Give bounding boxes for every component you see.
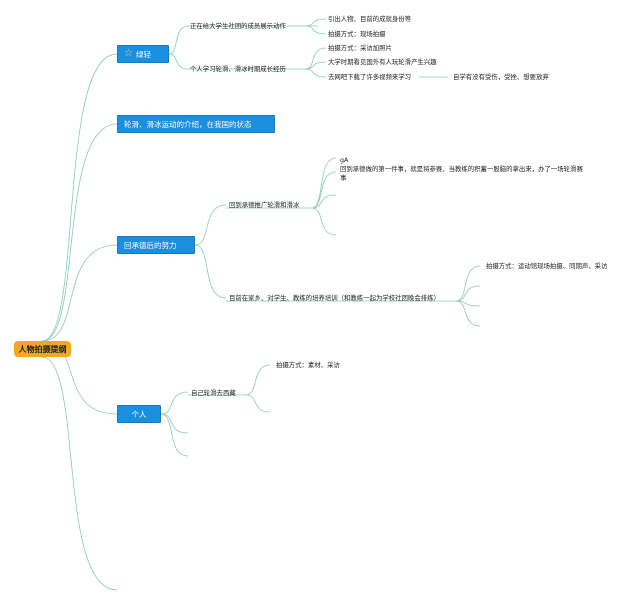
- subtopic-node[interactable]: 拍摄方式：现场拍摄: [328, 30, 386, 38]
- subtopic-node[interactable]: 去网吧下载了许多视频来学习: [328, 73, 412, 81]
- subtopic-node[interactable]: 拍摄方式：素材、采访: [276, 361, 340, 369]
- note-node[interactable]: 自学有没有受伤，受挫、想要放弃: [453, 73, 549, 81]
- link-topic-sub: [455, 300, 481, 327]
- branch-label: 绿轻: [135, 49, 151, 59]
- subtopic-node[interactable]: 拍摄方式：采访加照片: [328, 44, 392, 52]
- subtopic-node[interactable]: 拍摄方式：运动馆现场拍摄、同期声、采访: [486, 262, 608, 270]
- subtopic-node[interactable]: 引出人物、目前的成就身份等: [328, 15, 412, 23]
- link-topic-sub: [304, 25, 327, 35]
- link-root-branch: [41, 244, 118, 342]
- link-topic-sub: [245, 394, 271, 413]
- link-branch-topic: [194, 204, 227, 246]
- link-branch-topic: [168, 25, 189, 55]
- branch-label: 个人: [131, 409, 147, 419]
- link-branch-topic: [160, 391, 189, 415]
- subtopic-node[interactable]: gA: [340, 156, 349, 164]
- topic-node[interactable]: 目前在家乡、对学生、教练的培养培训（和教练一起为学校社团晚会排练）: [229, 294, 440, 302]
- link-root-branch: [41, 123, 118, 342]
- link-topic-sub: [304, 18, 327, 27]
- topic-node[interactable]: 回到承德推广轮滑和滑冰: [229, 201, 300, 209]
- branch-label: 回承德后的努力: [124, 240, 177, 250]
- link-topic-sub: [455, 265, 481, 302]
- link-topic-sub: [304, 47, 327, 70]
- link-branch-topic: [160, 413, 189, 457]
- link-root-branch: [41, 53, 118, 342]
- topic-node[interactable]: 自己轮滑去西藏: [191, 389, 236, 397]
- link-branch-topic: [160, 413, 189, 434]
- link-branch-topic: [194, 244, 227, 299]
- subtopic-node[interactable]: 大学时期看见国外有人玩轮滑产生兴趣: [328, 58, 437, 66]
- branch-node-personal[interactable]: 个人: [117, 405, 161, 423]
- star-icon: ☆: [124, 48, 133, 59]
- topic-node[interactable]: 正在给大学生社团的成员展示动作: [190, 22, 286, 30]
- link-topic-sub: [245, 364, 271, 396]
- branch-node-intro[interactable]: 轮滑、滑冰运动的介绍，在我国的状态: [117, 115, 275, 133]
- topic-node[interactable]: 个人学习轮滑、滑冰时期成长经历: [190, 65, 286, 73]
- link-topic-sub: [311, 171, 337, 209]
- branch-node-lvqing[interactable]: ☆ 绿轻: [117, 45, 169, 63]
- subtopic-node[interactable]: 回到承德做的第一件事，就是将参赛、当教练的积蓄一股脑的拿出来，办了一场轮滑赛事: [340, 165, 583, 182]
- root-node[interactable]: 人物拍摄提纲: [14, 341, 71, 357]
- link-topic-sub: [304, 68, 327, 78]
- link-root-branch: [41, 356, 118, 591]
- link-branch-topic: [168, 53, 189, 70]
- branch-node-efforts[interactable]: 回承德后的努力: [117, 236, 195, 254]
- link-topic-sub: [311, 207, 337, 236]
- link-topic-sub: [311, 194, 337, 209]
- branch-label: 轮滑、滑冰运动的介绍，在我国的状态: [124, 119, 252, 129]
- link-topic-sub: [455, 285, 481, 302]
